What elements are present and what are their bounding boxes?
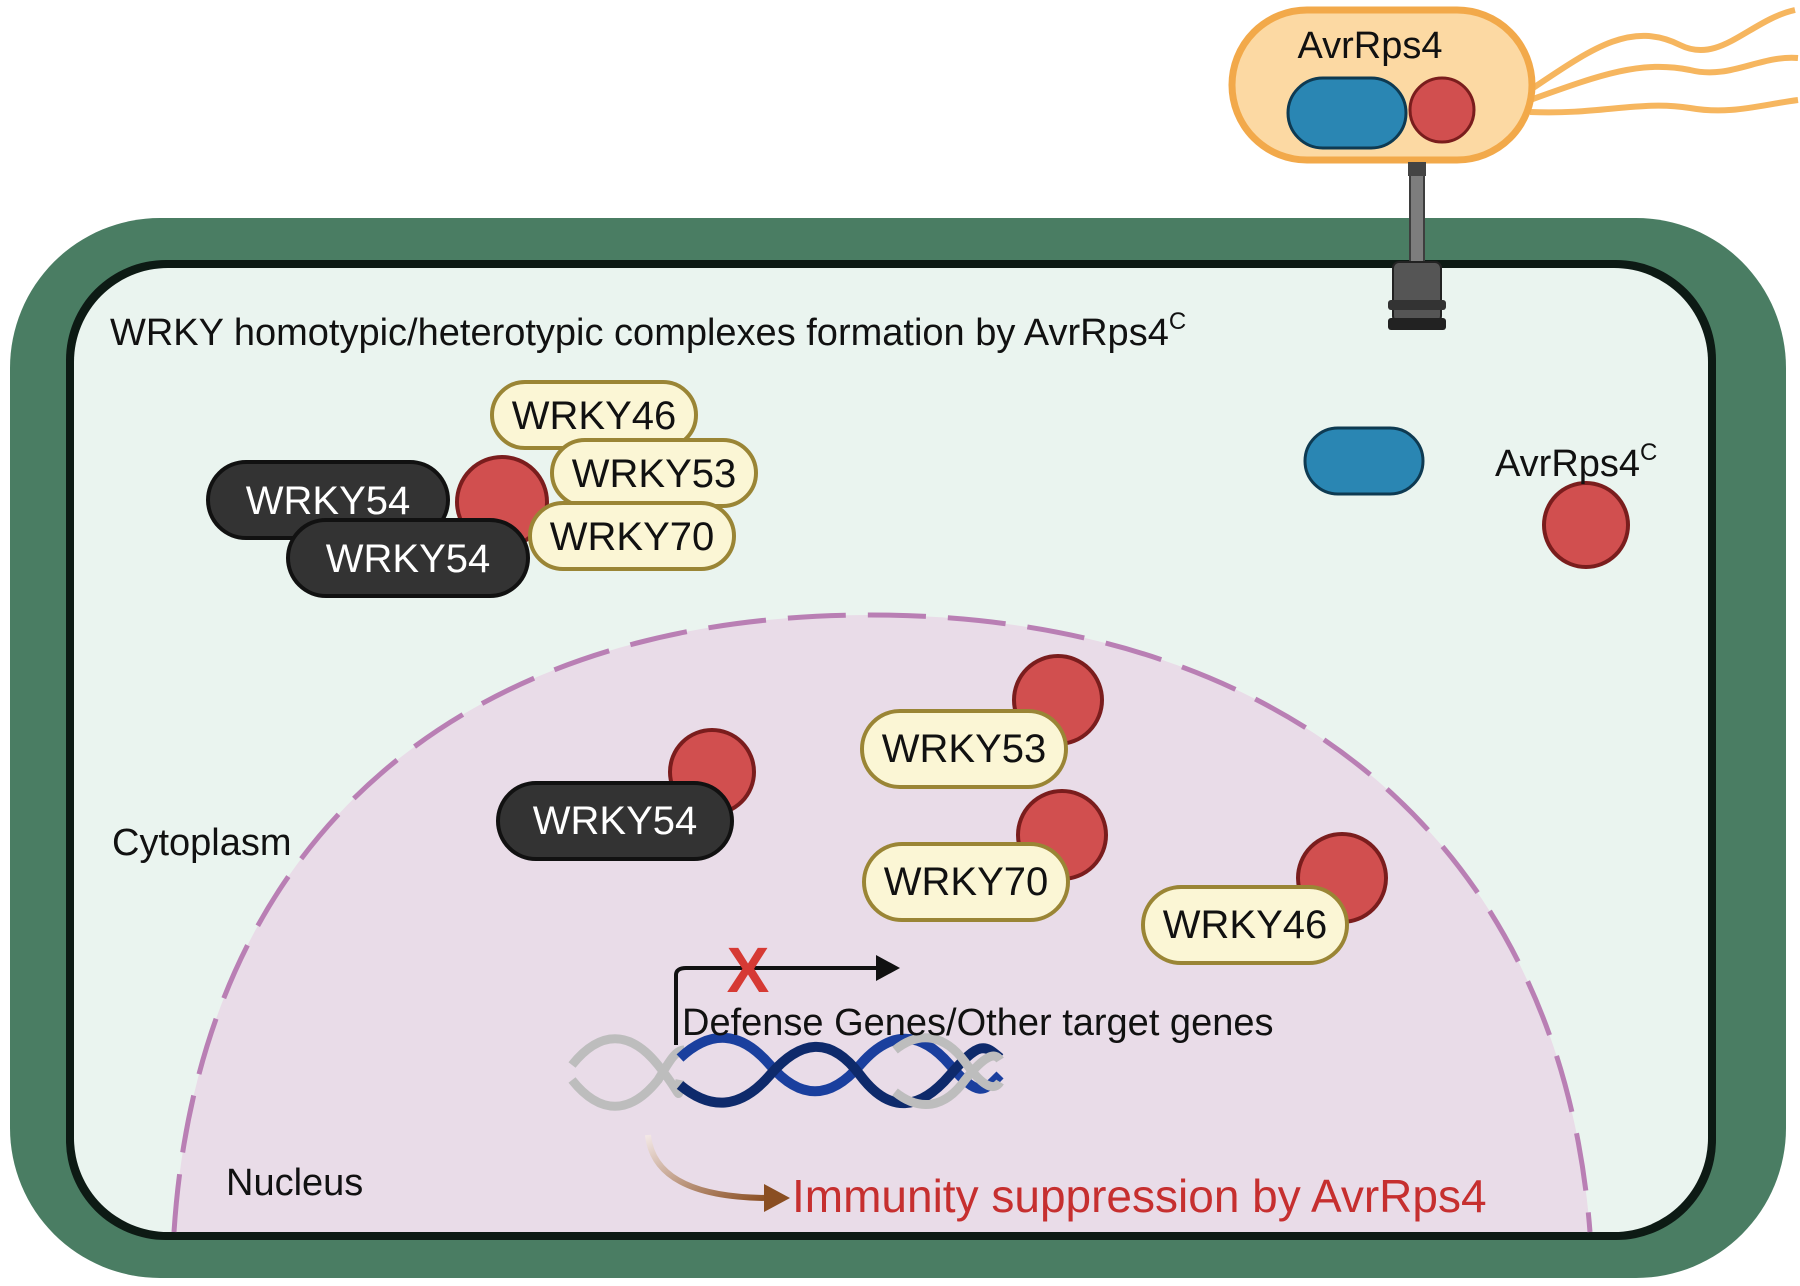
transcription-start-arrow [674,966,876,1045]
secretion-needle-tip [1408,162,1426,176]
effector-c-label-text: AvrRps4 [1495,443,1640,485]
complex-wrky54-b-label: WRKY54 [326,537,491,581]
complex-wrky70-label: WRKY70 [550,515,715,559]
nucleus-wrky54-pair: WRKY54 [496,728,756,861]
nucleus-wrky46-label: WRKY46 [1163,903,1328,947]
nucleus-body [174,615,1590,1232]
effector-c-label: AvrRps4C [1495,439,1657,485]
secretion-needle [1409,163,1425,265]
bacterium-label: AvrRps4 [1297,25,1442,67]
effector-n-terminal-cytoplasm [1303,426,1425,496]
transcription-arrow-head [876,955,900,981]
complex-wrky54-b-pill [286,518,530,598]
nucleus-label: Nucleus [226,1162,363,1204]
complex-wrky70-pill [528,501,736,571]
nucleus [171,612,1593,1233]
nucleus-wrky70-label: WRKY70 [884,860,1049,904]
dna-flank-right-visible-1 [892,1033,1004,1092]
nucleus-wrky53-label: WRKY53 [882,727,1047,771]
outcome: Immunity suppression by AvrRps4 [645,1134,1487,1222]
nucleus-wrky70-pill [862,842,1070,922]
complex-wrky53-label: WRKY53 [572,452,737,496]
flagellum-1 [1528,7,1796,93]
bacterium: AvrRps4 [1228,6,1799,164]
secretion-base-ring-1 [1388,300,1446,310]
secretion-base [1392,261,1442,323]
cell-title: WRKY homotypic/heterotypic complexes for… [110,308,1186,354]
dna-flank-left [568,1034,685,1111]
outcome-arrow-head [764,1184,790,1212]
nucleus-wrky54-pill [496,781,734,861]
nucleus-wrky70-pair: WRKY70 [862,789,1108,922]
dna-flank-right-visible-2 [892,1051,1004,1109]
nucleus-wrky53-pill [860,709,1068,789]
effector-c-label-sup: C [1640,439,1657,466]
nucleus-wrky46-pill [1141,885,1349,965]
effector-c-terminal-cytoplasm [1542,481,1630,569]
nucleus-wrky53-pair: WRKY53 [860,654,1104,789]
complex-formation-title-text: WRKY homotypic/heterotypic complexes for… [110,312,1169,354]
complex-formation-title-sup: C [1169,308,1186,335]
flagellum-2 [1528,54,1799,103]
outcome-arrow [645,1134,771,1201]
complex-wrky46-label: WRKY46 [512,394,677,438]
complex-wrky54-a-label: WRKY54 [246,479,411,523]
outcome-label: Immunity suppression by AvrRps4 [792,1170,1487,1222]
secretion-system [1388,162,1446,330]
secretion-base-ring-2 [1388,318,1446,330]
wrky-complex: WRKY46 WRKY53 WRKY70 WRKY54 WRKY54 [206,380,758,598]
target-genes-label: Defense Genes/Other target genes [682,1002,1273,1044]
flagellum-3 [1529,97,1799,116]
cytoplasm-label: Cytoplasm [112,822,292,864]
transcription-block-mark: X [727,934,770,1006]
nucleus-wrky46-pair: WRKY46 [1141,832,1388,965]
complex-formation-title: WRKY homotypic/heterotypic complexes for… [110,308,1186,354]
target-gene: X Defense Genes/Other target genes [568,934,1273,1111]
nucleus-wrky54-label: WRKY54 [533,799,698,843]
effector-n-terminal-bacterium [1286,76,1408,150]
nuclear-envelope [171,612,1593,1233]
free-effector: AvrRps4C [1303,426,1657,569]
effector-c-terminal-bacterium [1408,76,1476,144]
